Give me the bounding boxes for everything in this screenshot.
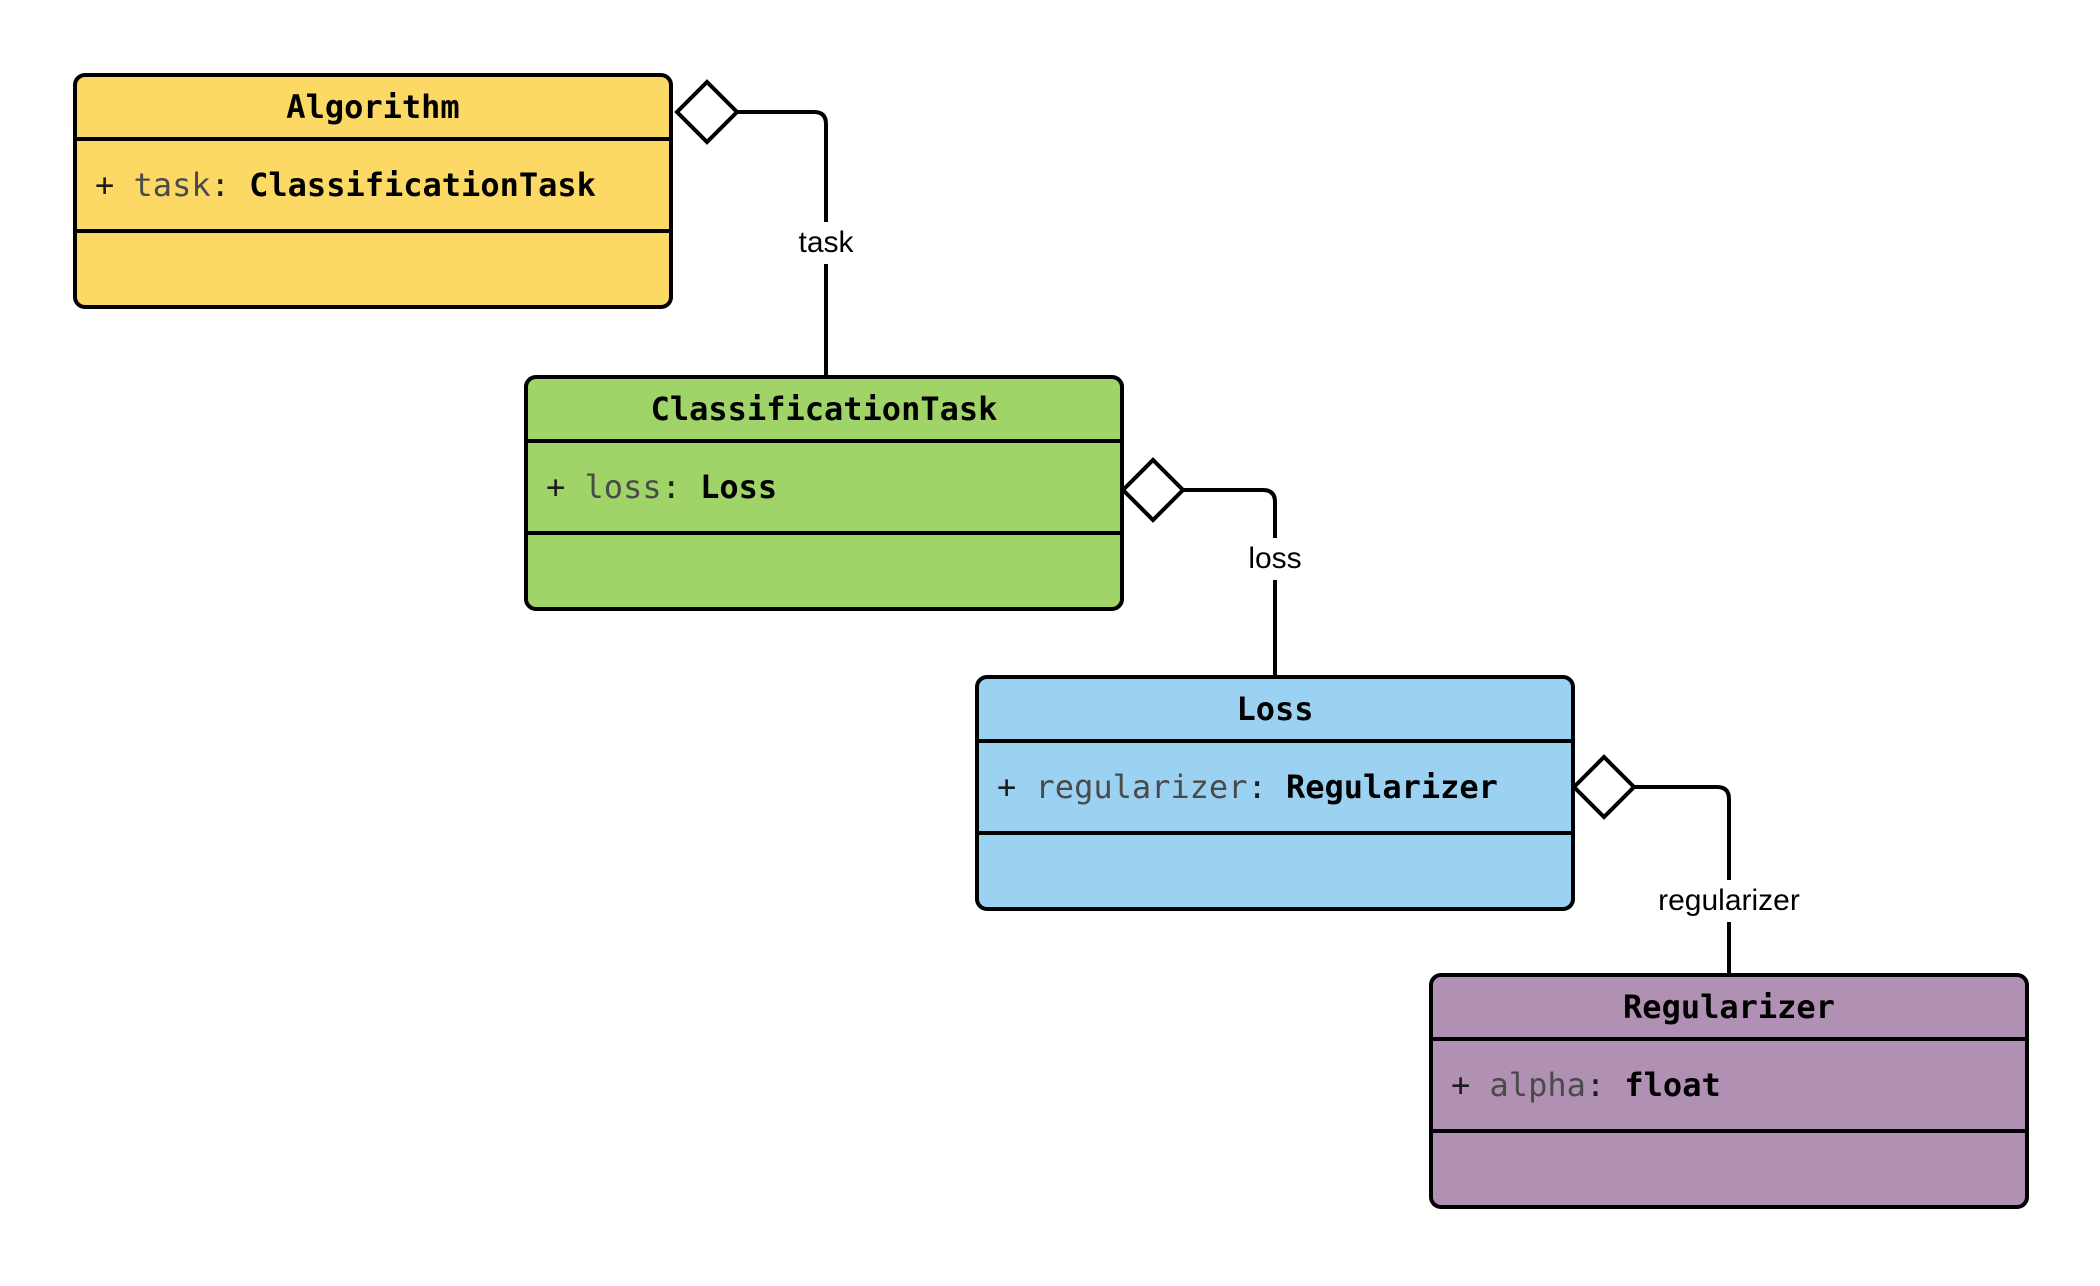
attribute-name: regularizer xyxy=(1035,768,1248,806)
relation-line-regularizer xyxy=(1634,785,1731,973)
attribute-separator: : xyxy=(1585,1066,1606,1104)
relation-label-loss: loss xyxy=(1240,538,1310,580)
class-attribute-classificationtask: + loss: Loss xyxy=(528,443,1120,535)
relation-line-task xyxy=(737,110,828,375)
class-methods-section-empty xyxy=(528,535,1120,607)
aggregation-diamond-loss-icon xyxy=(1120,457,1186,523)
attribute-separator: : xyxy=(661,468,681,506)
class-methods-section-empty xyxy=(77,233,669,305)
attribute-type: ClassificationTask xyxy=(229,166,596,204)
attribute-name: alpha xyxy=(1489,1066,1586,1104)
attribute-visibility: + xyxy=(1451,1066,1490,1104)
attribute-type: Loss xyxy=(680,468,778,506)
class-box-classificationtask: ClassificationTask + loss: Loss xyxy=(524,375,1124,611)
class-box-loss: Loss + regularizer: Regularizer xyxy=(975,675,1575,911)
attribute-separator: : xyxy=(1247,768,1267,806)
class-name-label: ClassificationTask xyxy=(650,390,998,428)
class-title-loss: Loss xyxy=(979,679,1571,743)
class-title-classificationtask: ClassificationTask xyxy=(528,379,1120,443)
class-title-regularizer: Regularizer xyxy=(1433,977,2025,1041)
attribute-type: float xyxy=(1605,1066,1721,1104)
attribute-visibility: + xyxy=(997,768,1036,806)
attribute-type: Regularizer xyxy=(1266,768,1498,806)
class-title-algorithm: Algorithm xyxy=(77,77,669,141)
aggregation-diamond-task-icon xyxy=(674,79,740,145)
aggregation-diamond-regularizer-icon xyxy=(1571,754,1637,820)
class-name-label: Regularizer xyxy=(1623,988,1835,1026)
attribute-separator: : xyxy=(210,166,230,204)
class-box-algorithm: Algorithm + task: ClassificationTask xyxy=(73,73,673,309)
class-methods-section-empty xyxy=(979,835,1571,907)
attribute-name: loss xyxy=(584,468,662,506)
relation-line-loss xyxy=(1183,488,1277,675)
class-box-regularizer: Regularizer + alpha: float xyxy=(1429,973,2029,1209)
class-attribute-regularizer: + alpha: float xyxy=(1433,1041,2025,1133)
attribute-visibility: + xyxy=(95,166,134,204)
relation-label-regularizer: regularizer xyxy=(1650,880,1808,922)
attribute-visibility: + xyxy=(546,468,585,506)
class-methods-section-empty xyxy=(1433,1133,2025,1205)
relation-label-task: task xyxy=(790,222,862,264)
class-name-label: Algorithm xyxy=(286,88,460,126)
class-name-label: Loss xyxy=(1236,690,1314,728)
class-attribute-loss: + regularizer: Regularizer xyxy=(979,743,1571,835)
class-attribute-algorithm: + task: ClassificationTask xyxy=(77,141,669,233)
attribute-name: task xyxy=(133,166,211,204)
